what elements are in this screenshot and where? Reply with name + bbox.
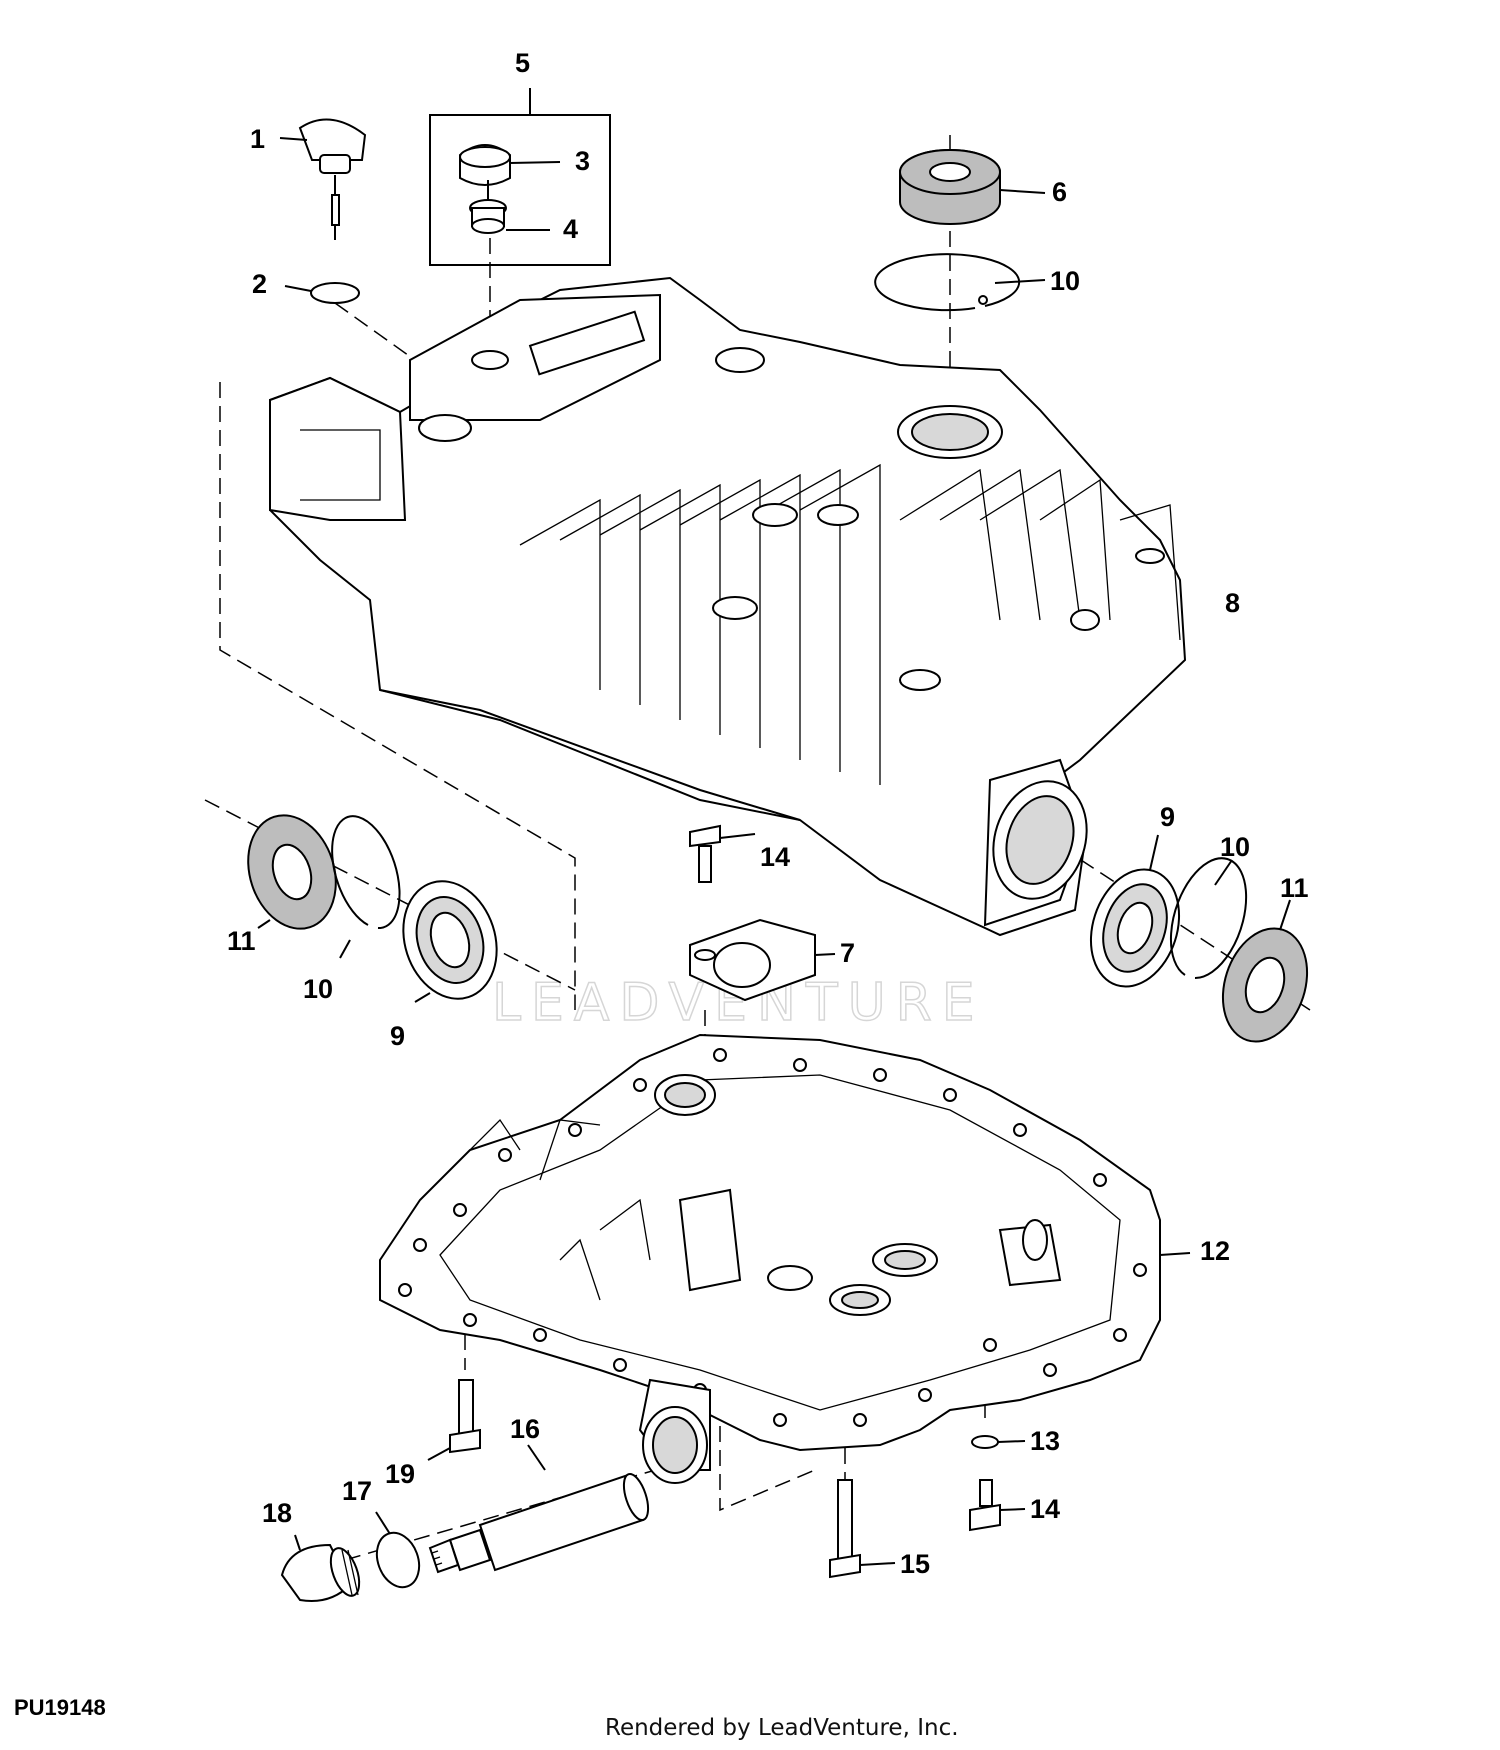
callout-5: 5: [515, 48, 530, 78]
callout-14-lower: 14: [1030, 1494, 1060, 1524]
callout-9-left: 9: [390, 1021, 405, 1051]
callout-11-right: 11: [1280, 873, 1309, 903]
washer-part-13: [971, 1435, 999, 1449]
callout-3: 3: [575, 146, 590, 176]
left-bearing-part-9: [402, 880, 498, 1003]
kit-box-part-5: [429, 88, 611, 266]
bracket-part-7: [689, 918, 836, 1002]
right-bearing-part-9: [1089, 834, 1181, 988]
callout-10-left: 10: [303, 974, 333, 1004]
right-seal-part-11: [1221, 899, 1309, 1043]
callout-1: 1: [250, 124, 265, 154]
callout-13: 13: [1030, 1426, 1060, 1456]
callout-16: 16: [510, 1414, 540, 1444]
callout-6: 6: [1052, 177, 1067, 207]
right-snap-ring-part-10: [1169, 857, 1248, 980]
callout-10-top: 10: [1050, 266, 1080, 296]
dipstick-part: [279, 118, 367, 240]
callout-4: 4: [563, 214, 578, 244]
callout-10-right: 10: [1220, 832, 1250, 862]
callout-labels: 1 2 3 4 5 6 7 8 9 9 10 10 10 11 11 12 13…: [227, 48, 1309, 1579]
callout-18: 18: [262, 1498, 292, 1528]
left-snap-ring-part-10: [331, 815, 401, 959]
part-number-label: PU19148: [14, 1695, 106, 1720]
snap-ring-top-part: [874, 253, 1046, 312]
upper-case-housing-part: [269, 276, 1187, 937]
o-ring-part: [310, 282, 360, 304]
drain-plug-part-18: [280, 1534, 361, 1602]
callout-15: 15: [900, 1549, 930, 1579]
bolt-part-15: [829, 1479, 896, 1579]
lower-case-part-12: [379, 1033, 1191, 1484]
callout-12: 12: [1200, 1236, 1230, 1266]
render-credit: Rendered by LeadVenture, Inc.: [605, 1715, 959, 1741]
seal-part-6: [899, 149, 1046, 225]
callout-17: 17: [342, 1476, 372, 1506]
callout-7: 7: [840, 938, 855, 968]
callout-11-left: 11: [227, 926, 256, 956]
bolt-part-14-lower: [969, 1479, 1026, 1532]
filter-part-16: [428, 1444, 650, 1574]
callout-9-right: 9: [1160, 802, 1175, 832]
callout-2: 2: [252, 269, 267, 299]
callout-19: 19: [385, 1459, 415, 1489]
callout-8: 8: [1225, 588, 1240, 618]
bolt-part-14-upper: [689, 824, 756, 883]
o-ring-part-17: [375, 1531, 421, 1589]
bolt-part-19: [427, 1379, 481, 1461]
callout-14-upper: 14: [760, 842, 790, 872]
